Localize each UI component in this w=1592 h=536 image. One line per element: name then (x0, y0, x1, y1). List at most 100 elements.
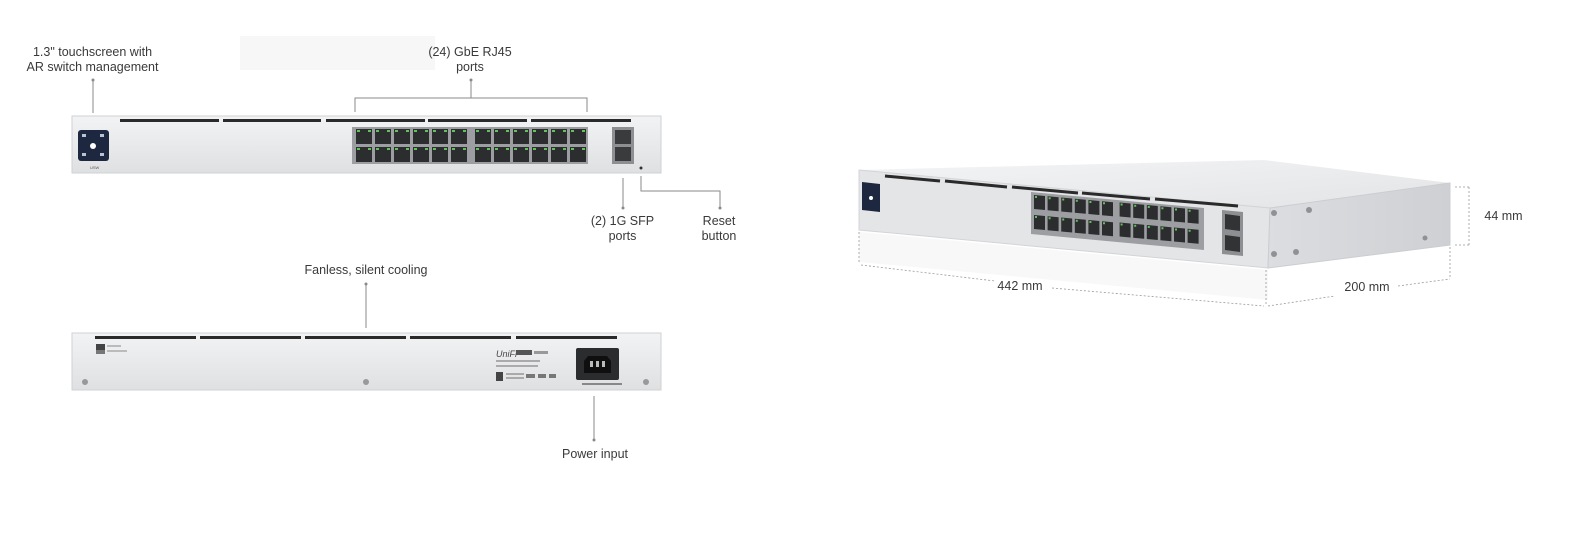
rj45-port (413, 147, 429, 162)
rj45-port (356, 147, 372, 162)
port-led (433, 130, 436, 132)
touchscreen-callout: 1.3" touchscreen with AR switch manageme… (20, 45, 165, 75)
rj45-port (451, 129, 467, 144)
rj45-port (432, 147, 448, 162)
rj45-ports-callout: (24) GbE RJ45 ports (420, 45, 520, 75)
port-led (582, 130, 585, 132)
rear-brand-text: UniFi (496, 349, 518, 359)
iso-port-led (1103, 202, 1105, 205)
iso-port-led (1134, 224, 1137, 227)
port-led (452, 148, 455, 150)
rj45-port (394, 147, 410, 162)
rj45-ports-callout-text: (24) GbE RJ45 ports (428, 45, 512, 74)
leader-dots (91, 78, 722, 442)
iso-rj45-port (1187, 208, 1199, 224)
port-led (444, 130, 447, 132)
iso-port-led (1175, 208, 1177, 211)
port-led (506, 130, 509, 132)
iso-rj45-port (1074, 198, 1086, 214)
rj45-port (475, 129, 491, 144)
port-led (463, 148, 466, 150)
port-led (544, 148, 547, 150)
port-led (433, 148, 436, 150)
front-brand-text: USW (90, 165, 100, 170)
iso-port-led (1161, 207, 1164, 210)
rj45-port (394, 129, 410, 144)
iso-rj45-port (1174, 227, 1185, 243)
rj45-port (532, 147, 548, 162)
iso-rj45-port (1119, 202, 1131, 218)
iso-port-led (1188, 209, 1191, 212)
iso-port-led (1035, 216, 1037, 218)
width-dimension-text: 442 mm (997, 279, 1043, 293)
port-led (563, 130, 566, 132)
iso-rj45-port (1119, 222, 1131, 238)
port-led (414, 148, 417, 150)
port-led (463, 130, 466, 132)
rj45-port (513, 147, 529, 162)
port-led (376, 130, 379, 132)
port-led (395, 130, 398, 132)
iso-port-led (1089, 221, 1092, 223)
sfp-ports-callout: (2) 1G SFP ports (585, 214, 660, 244)
rj45-port (375, 147, 391, 162)
iso-rj45-port (1187, 228, 1199, 244)
iso-rj45-port (1034, 195, 1045, 210)
port-led (444, 148, 447, 150)
iso-port-led (1175, 228, 1177, 231)
port-led (544, 130, 547, 132)
iso-rj45-port (1061, 197, 1073, 213)
port-led (495, 148, 498, 150)
front-leader-lines (92, 80, 721, 440)
rj45-port (413, 129, 429, 144)
port-led (406, 148, 409, 150)
blank-placeholder (240, 36, 435, 70)
port-led (514, 148, 517, 150)
port-led (452, 130, 455, 132)
iso-port-led (1120, 223, 1123, 226)
iso-rj45-port (1047, 196, 1059, 212)
iso-rj45-port (1074, 218, 1086, 234)
iso-port-led (1103, 222, 1105, 225)
iso-port-led (1120, 203, 1123, 206)
port-led (406, 130, 409, 132)
port-led (533, 130, 536, 132)
iso-rj45-port (1061, 217, 1073, 233)
port-led (487, 130, 490, 132)
port-led (476, 130, 479, 132)
port-led (395, 148, 398, 150)
dimension-lines (858, 186, 1470, 307)
iso-port-led (1089, 201, 1092, 203)
width-dimension-label: 442 mm (990, 279, 1050, 294)
port-led (387, 148, 390, 150)
reset-button-callout: Reset button (690, 214, 748, 244)
iso-rj45-port (1102, 201, 1113, 217)
depth-dimension-text: 200 mm (1344, 280, 1390, 294)
rj45-port (570, 147, 586, 162)
port-led (563, 148, 566, 150)
iso-rj45-port (1160, 226, 1172, 242)
iso-port-led (1134, 204, 1137, 207)
depth-dimension-label: 200 mm (1337, 280, 1397, 295)
port-led (414, 130, 417, 132)
iso-port-led (1062, 198, 1065, 201)
iso-port-led (1147, 206, 1150, 208)
sfp-ports-callout-text: (2) 1G SFP ports (590, 214, 655, 243)
height-dimension-label: 44 mm (1476, 209, 1531, 224)
port-led (476, 148, 479, 150)
iso-rj45-port (1174, 207, 1185, 223)
iso-port-led (1048, 197, 1051, 200)
iso-rj45-port (1034, 215, 1045, 230)
iso-port-led (1035, 196, 1037, 198)
iso-rj45-port (1160, 206, 1172, 222)
port-led (525, 130, 528, 132)
iso-port-led (1062, 218, 1065, 221)
iso-rj45-port (1088, 220, 1100, 235)
iso-rj45-port (1102, 221, 1113, 237)
rj45-port (432, 129, 448, 144)
iso-port-led (1147, 226, 1150, 228)
rj45-port (551, 147, 567, 162)
front-view-switch: USW (71, 115, 662, 174)
port-led (387, 130, 390, 132)
